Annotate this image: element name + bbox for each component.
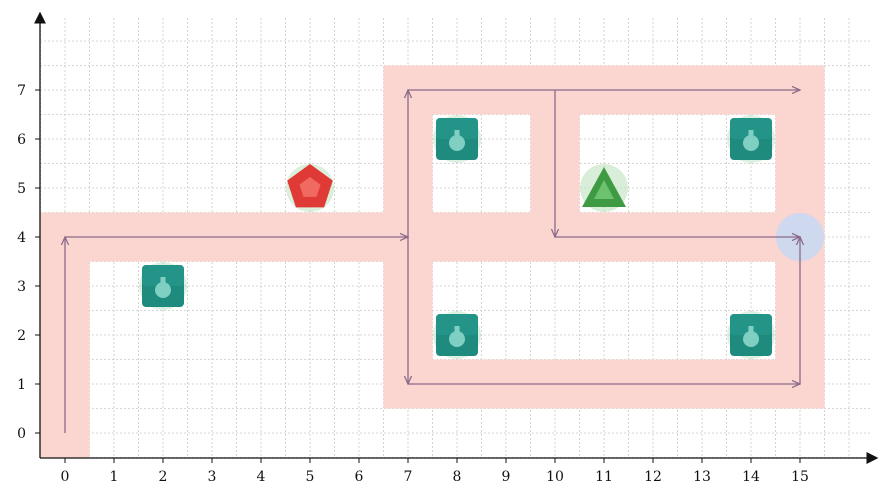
x-tick-label: 8: [453, 469, 462, 485]
x-tick-label: 2: [159, 469, 168, 485]
y-tick-label: 1: [17, 377, 26, 393]
y-tick-label: 2: [17, 328, 26, 344]
y-tick-label: 0: [17, 426, 26, 442]
x-tick-label: 3: [208, 469, 217, 485]
x-tick-label: 5: [306, 469, 315, 485]
robot-icon: [139, 262, 187, 310]
robot-icon: [433, 115, 481, 163]
corridor-path: [40, 65, 825, 458]
x-tick-label: 11: [595, 469, 613, 485]
x-tick-label: 0: [61, 469, 70, 485]
path-arrows: [65, 90, 800, 433]
y-tick-label: 5: [17, 181, 26, 197]
x-tick-label: 14: [742, 469, 760, 485]
y-tick-label: 3: [17, 279, 26, 295]
markers: [139, 115, 775, 359]
x-tick-label: 4: [257, 469, 266, 485]
x-tick-label: 6: [355, 469, 364, 485]
robot-icon: [433, 311, 481, 359]
x-tick-label: 15: [791, 469, 809, 485]
robot-icon: [727, 115, 775, 163]
x-tick-label: 9: [502, 469, 511, 485]
y-tick-label: 4: [17, 230, 26, 246]
pentagon-icon: [286, 164, 334, 212]
x-tick-label: 7: [404, 469, 413, 485]
x-tick-label: 12: [644, 469, 662, 485]
x-tick-label: 13: [693, 469, 711, 485]
y-tick-label: 6: [17, 132, 26, 148]
y-tick-label: 7: [17, 83, 26, 99]
robot-icon: [727, 311, 775, 359]
x-tick-label: 10: [546, 469, 564, 485]
x-tick-label: 1: [110, 469, 119, 485]
triangle-icon: [580, 164, 628, 212]
